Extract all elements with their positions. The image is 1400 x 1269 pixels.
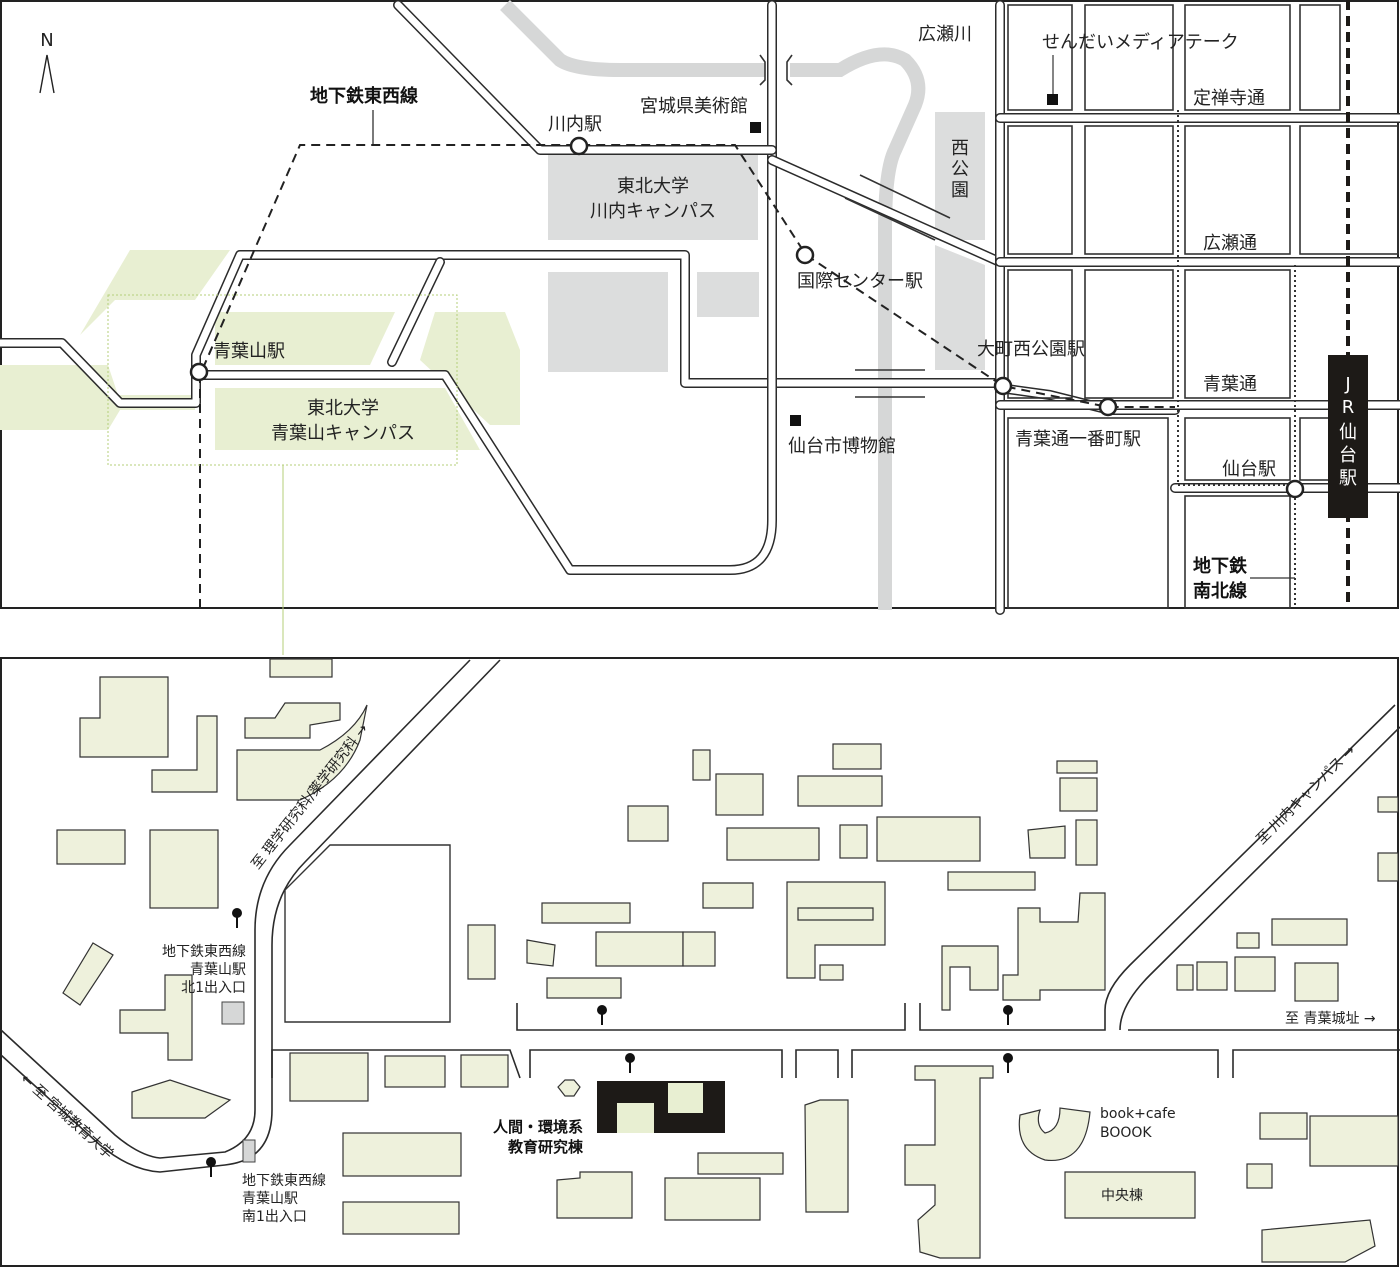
ichibancho-station-marker bbox=[1098, 397, 1118, 417]
gray-block bbox=[697, 272, 759, 317]
city-museum-marker bbox=[790, 415, 801, 426]
nanboku-line-label-1: 地下鉄 bbox=[1193, 555, 1247, 577]
nishi-koen-label-3: 園 bbox=[951, 180, 969, 201]
campus-buildings bbox=[56, 658, 1399, 1263]
pin-markers bbox=[206, 908, 1013, 1177]
exit-south-block bbox=[242, 1139, 256, 1163]
sendai-station-label: 仙台駅 bbox=[1222, 459, 1276, 480]
central-building-label: 中央棟 bbox=[1101, 1188, 1143, 1204]
river-label: 広瀬川 bbox=[918, 24, 972, 45]
hexagon-building bbox=[557, 1079, 581, 1097]
aobayama-station-marker bbox=[189, 362, 209, 382]
pin-icon bbox=[1003, 1005, 1013, 1025]
kawauchi-campus-label-1: 東北大学 bbox=[617, 176, 689, 197]
target-building-inner bbox=[668, 1083, 703, 1113]
campus-roads bbox=[0, 659, 1400, 1173]
exit-south-label-3: 南1出入口 bbox=[242, 1209, 307, 1225]
bottom-map: 至 理学研究科/薬学研究科 → 至 川内キャンパス → 至 青葉城址 → ← 至… bbox=[0, 657, 1400, 1267]
kokusai-station-marker bbox=[795, 245, 815, 265]
aobayama-green-area bbox=[0, 250, 520, 450]
jr-sendai-station-box bbox=[1328, 355, 1368, 518]
omachi-station-label: 大町西公園駅 bbox=[977, 339, 1085, 360]
nishi-koen-block-lower bbox=[935, 245, 985, 370]
road-ticks bbox=[759, 54, 951, 398]
aobayama-campus-label-1: 東北大学 bbox=[307, 398, 379, 419]
gray-block bbox=[548, 272, 668, 372]
target-building-inner bbox=[617, 1103, 654, 1133]
stations bbox=[189, 136, 1305, 499]
aobayama-station-label: 青葉山駅 bbox=[213, 341, 285, 362]
kawauchi-station-label: 川内駅 bbox=[548, 114, 602, 135]
jr-label-char: 台 bbox=[1339, 445, 1357, 466]
sports-field bbox=[284, 844, 451, 1023]
kawauchi-station-marker bbox=[569, 136, 589, 156]
jr-label-char: R bbox=[1342, 397, 1355, 418]
tozai-line bbox=[199, 144, 1175, 608]
target-building-shape bbox=[597, 1081, 725, 1133]
kawauchi-campus-block bbox=[548, 154, 758, 240]
top-map: N 地下鉄東西線 川内駅 宮城県美術館 広瀬川 せんだいメディアテーク 定禅寺通… bbox=[0, 0, 1400, 655]
exit-south-label-2: 青葉山駅 bbox=[242, 1191, 298, 1207]
art-museum-marker bbox=[750, 122, 761, 133]
exit-south-label-1: 地下鉄東西線 bbox=[242, 1173, 326, 1189]
jr-sendai-label: J R 仙 台 駅 bbox=[1339, 374, 1357, 489]
jr-label-char: 駅 bbox=[1339, 468, 1357, 489]
nishi-koen-label-2: 公 bbox=[951, 159, 969, 180]
nishi-koen-label-1: 西 bbox=[951, 138, 969, 159]
jr-label-char: J bbox=[1344, 374, 1350, 395]
pin-icon bbox=[1003, 1053, 1013, 1073]
omachi-station-marker bbox=[993, 376, 1013, 396]
exit-north-label-1: 地下鉄東西線 bbox=[162, 944, 246, 960]
jr-label-char: 仙 bbox=[1339, 422, 1357, 443]
bookcafe-label-2: BOOOK bbox=[1100, 1125, 1152, 1141]
jozenji-street-label: 定禅寺通 bbox=[1193, 88, 1265, 109]
pin-icon bbox=[597, 1005, 607, 1025]
nanboku-line-label-2: 南北線 bbox=[1193, 580, 1247, 602]
north-arrow: N bbox=[39, 30, 55, 94]
exit-north-block bbox=[221, 1001, 245, 1025]
north-label: N bbox=[40, 30, 53, 51]
tozai-line-label: 地下鉄東西線 bbox=[310, 85, 418, 107]
exit-north-label-2: 青葉山駅 bbox=[190, 962, 246, 978]
mediatheque-marker bbox=[1047, 94, 1058, 105]
kokusai-station-label: 国際センター駅 bbox=[797, 271, 923, 292]
aobayama-campus-label-2: 青葉山キャンパス bbox=[271, 423, 415, 444]
hirose-street-label: 広瀬通 bbox=[1203, 233, 1257, 254]
art-museum-label: 宮城県美術館 bbox=[640, 96, 748, 117]
target-building bbox=[597, 1081, 725, 1133]
target-building-label-2: 教育研究棟 bbox=[507, 1138, 584, 1156]
pin-icon bbox=[206, 1157, 216, 1177]
road-network bbox=[0, 0, 1400, 615]
city-grid bbox=[1007, 4, 1399, 609]
kawauchi-campus-label-2: 川内キャンパス bbox=[590, 201, 716, 222]
exit-north-label-3: 北1出入口 bbox=[181, 980, 246, 996]
mediatheque-label: せんだいメディアテーク bbox=[1042, 32, 1239, 53]
pin-icon bbox=[232, 908, 242, 928]
aoba-street-label: 青葉通 bbox=[1203, 374, 1257, 395]
nishi-koen-block-upper bbox=[935, 112, 985, 240]
target-building-label-1: 人間・環境系 bbox=[493, 1118, 583, 1136]
bookcafe-label-1: book+cafe bbox=[1100, 1106, 1176, 1122]
gray-blocks bbox=[548, 112, 985, 372]
dir-aobajo-label: 至 青葉城址 → bbox=[1285, 1011, 1376, 1027]
city-museum-label: 仙台市博物館 bbox=[788, 436, 896, 457]
pin-icon bbox=[625, 1053, 635, 1073]
sendai-station-marker bbox=[1285, 479, 1305, 499]
ichibancho-station-label: 青葉通一番町駅 bbox=[1015, 429, 1141, 450]
